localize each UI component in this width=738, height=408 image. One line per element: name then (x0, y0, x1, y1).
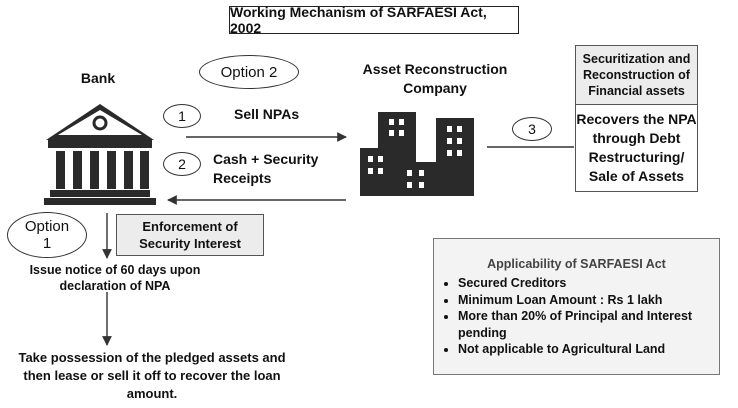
arc-label-line1: Asset Reconstruction (362, 61, 508, 77)
bank-icon (44, 104, 156, 205)
possession-line1: Take possession of the pledged assets an… (18, 350, 286, 365)
option2-oval: Option 2 (199, 55, 299, 89)
notice-text: Issue notice of 60 days upon declaration… (18, 262, 212, 294)
step2-number: 2 (178, 156, 186, 172)
step3-number: 3 (528, 121, 536, 137)
arc-label: Asset Reconstruction Company (350, 60, 520, 98)
enforcement-box: Enforcement of Security Interest (116, 214, 264, 256)
recover-line2: through Debt (592, 130, 681, 146)
recover-line4: Sale of Assets (588, 168, 685, 184)
applicability-title: Applicability of SARFAESI Act (487, 257, 666, 271)
notice-line1: Issue notice of 60 days upon (29, 263, 201, 277)
step2-oval: 2 (163, 152, 201, 176)
option1-line2: 1 (42, 235, 52, 252)
applicability-item: Secured Creditors (458, 275, 719, 292)
arc-label-line2: Company (403, 80, 467, 96)
step3-oval: 3 (512, 117, 552, 141)
applicability-panel: Applicability of SARFAESI Act Secured Cr… (433, 238, 720, 375)
option1-oval: Option 1 (7, 212, 87, 258)
recover-npa-box: Recovers the NPA through Debt Restructur… (575, 104, 698, 192)
possession-text: Take possession of the pledged assets an… (2, 349, 302, 403)
enforcement-line1: Enforcement of (142, 219, 238, 234)
securitization-box: Securitization and Reconstruction of Fin… (575, 45, 698, 105)
bank-label: Bank (80, 70, 116, 86)
applicability-item: More than 20% of Principal and Interest … (458, 308, 719, 341)
applicability-list: Secured Creditors Minimum Loan Amount : … (434, 275, 719, 358)
diagram-title: Working Mechanism of SARFAESI Act, 2002 (229, 4, 519, 36)
buildings-icon (360, 112, 474, 196)
possession-line2: then lease or sell it off to recover the… (23, 368, 281, 383)
possession-line3: amount. (126, 386, 178, 401)
step1-text: Sell NPAs (234, 106, 300, 122)
enforcement-line2: Security Interest (139, 236, 241, 251)
step2-text: Cash + Security Receipts (213, 150, 318, 188)
securitization-line2: Reconstruction of (583, 68, 690, 82)
securitization-line1: Securitization and (582, 52, 691, 66)
securitization-line3: Financial assets (588, 84, 685, 98)
recover-line1: Recovers the NPA (576, 111, 697, 127)
option2-label: Option 2 (220, 63, 278, 81)
option1-line1: Option (24, 218, 70, 235)
applicability-item: Minimum Loan Amount : Rs 1 lakh (458, 292, 719, 309)
step1-number: 1 (178, 108, 186, 124)
step1-oval: 1 (163, 104, 201, 128)
applicability-item: Not applicable to Agricultural Land (458, 341, 719, 358)
step2-text-line1: Cash + Security (213, 151, 319, 167)
notice-line2: declaration of NPA (59, 279, 171, 293)
step2-text-line2: Receipts (213, 170, 272, 186)
recover-line3: Restructuring/ (588, 149, 685, 165)
